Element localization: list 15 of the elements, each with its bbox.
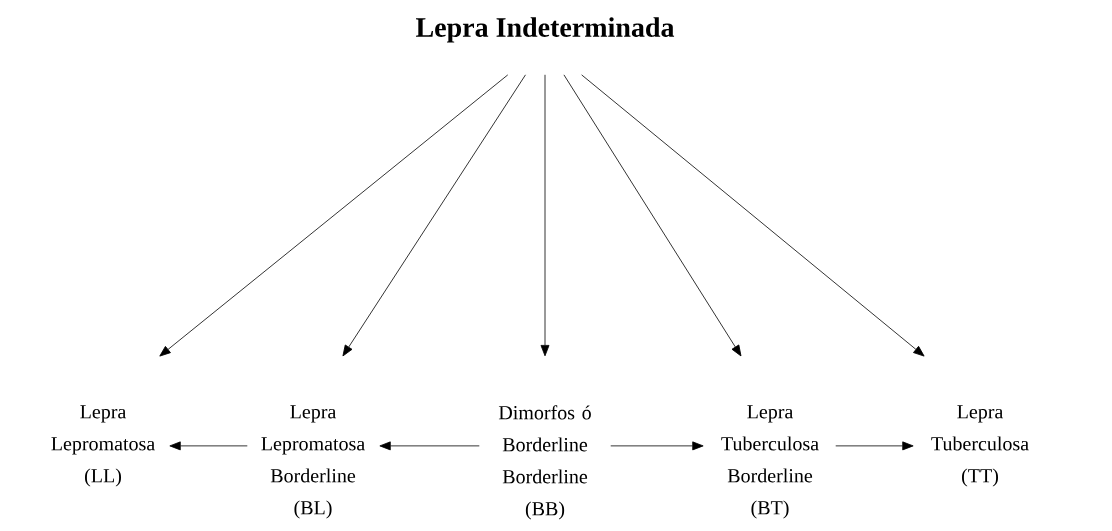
title-text: Lepra Indeterminada [416, 17, 675, 43]
node-label: Dimorfos ó Borderline Borderline (BB) [498, 405, 591, 520]
arrow [610, 441, 704, 451]
arrow [563, 74, 742, 357]
node-label: Lepra Tuberculosa Borderline (BT) [721, 405, 819, 519]
node-label: Lepra Lepromatosa Borderline (BL) [261, 405, 365, 519]
arrow [159, 74, 509, 357]
arrow [540, 74, 550, 357]
arrow [342, 74, 526, 357]
arrow [581, 74, 925, 357]
arrow [835, 441, 914, 451]
arrow [169, 441, 248, 451]
node-label: Lepra Tuberculosa (TT) [931, 405, 1029, 487]
node-label: Lepra Lepromatosa (LL) [51, 405, 155, 487]
arrow [379, 441, 480, 451]
